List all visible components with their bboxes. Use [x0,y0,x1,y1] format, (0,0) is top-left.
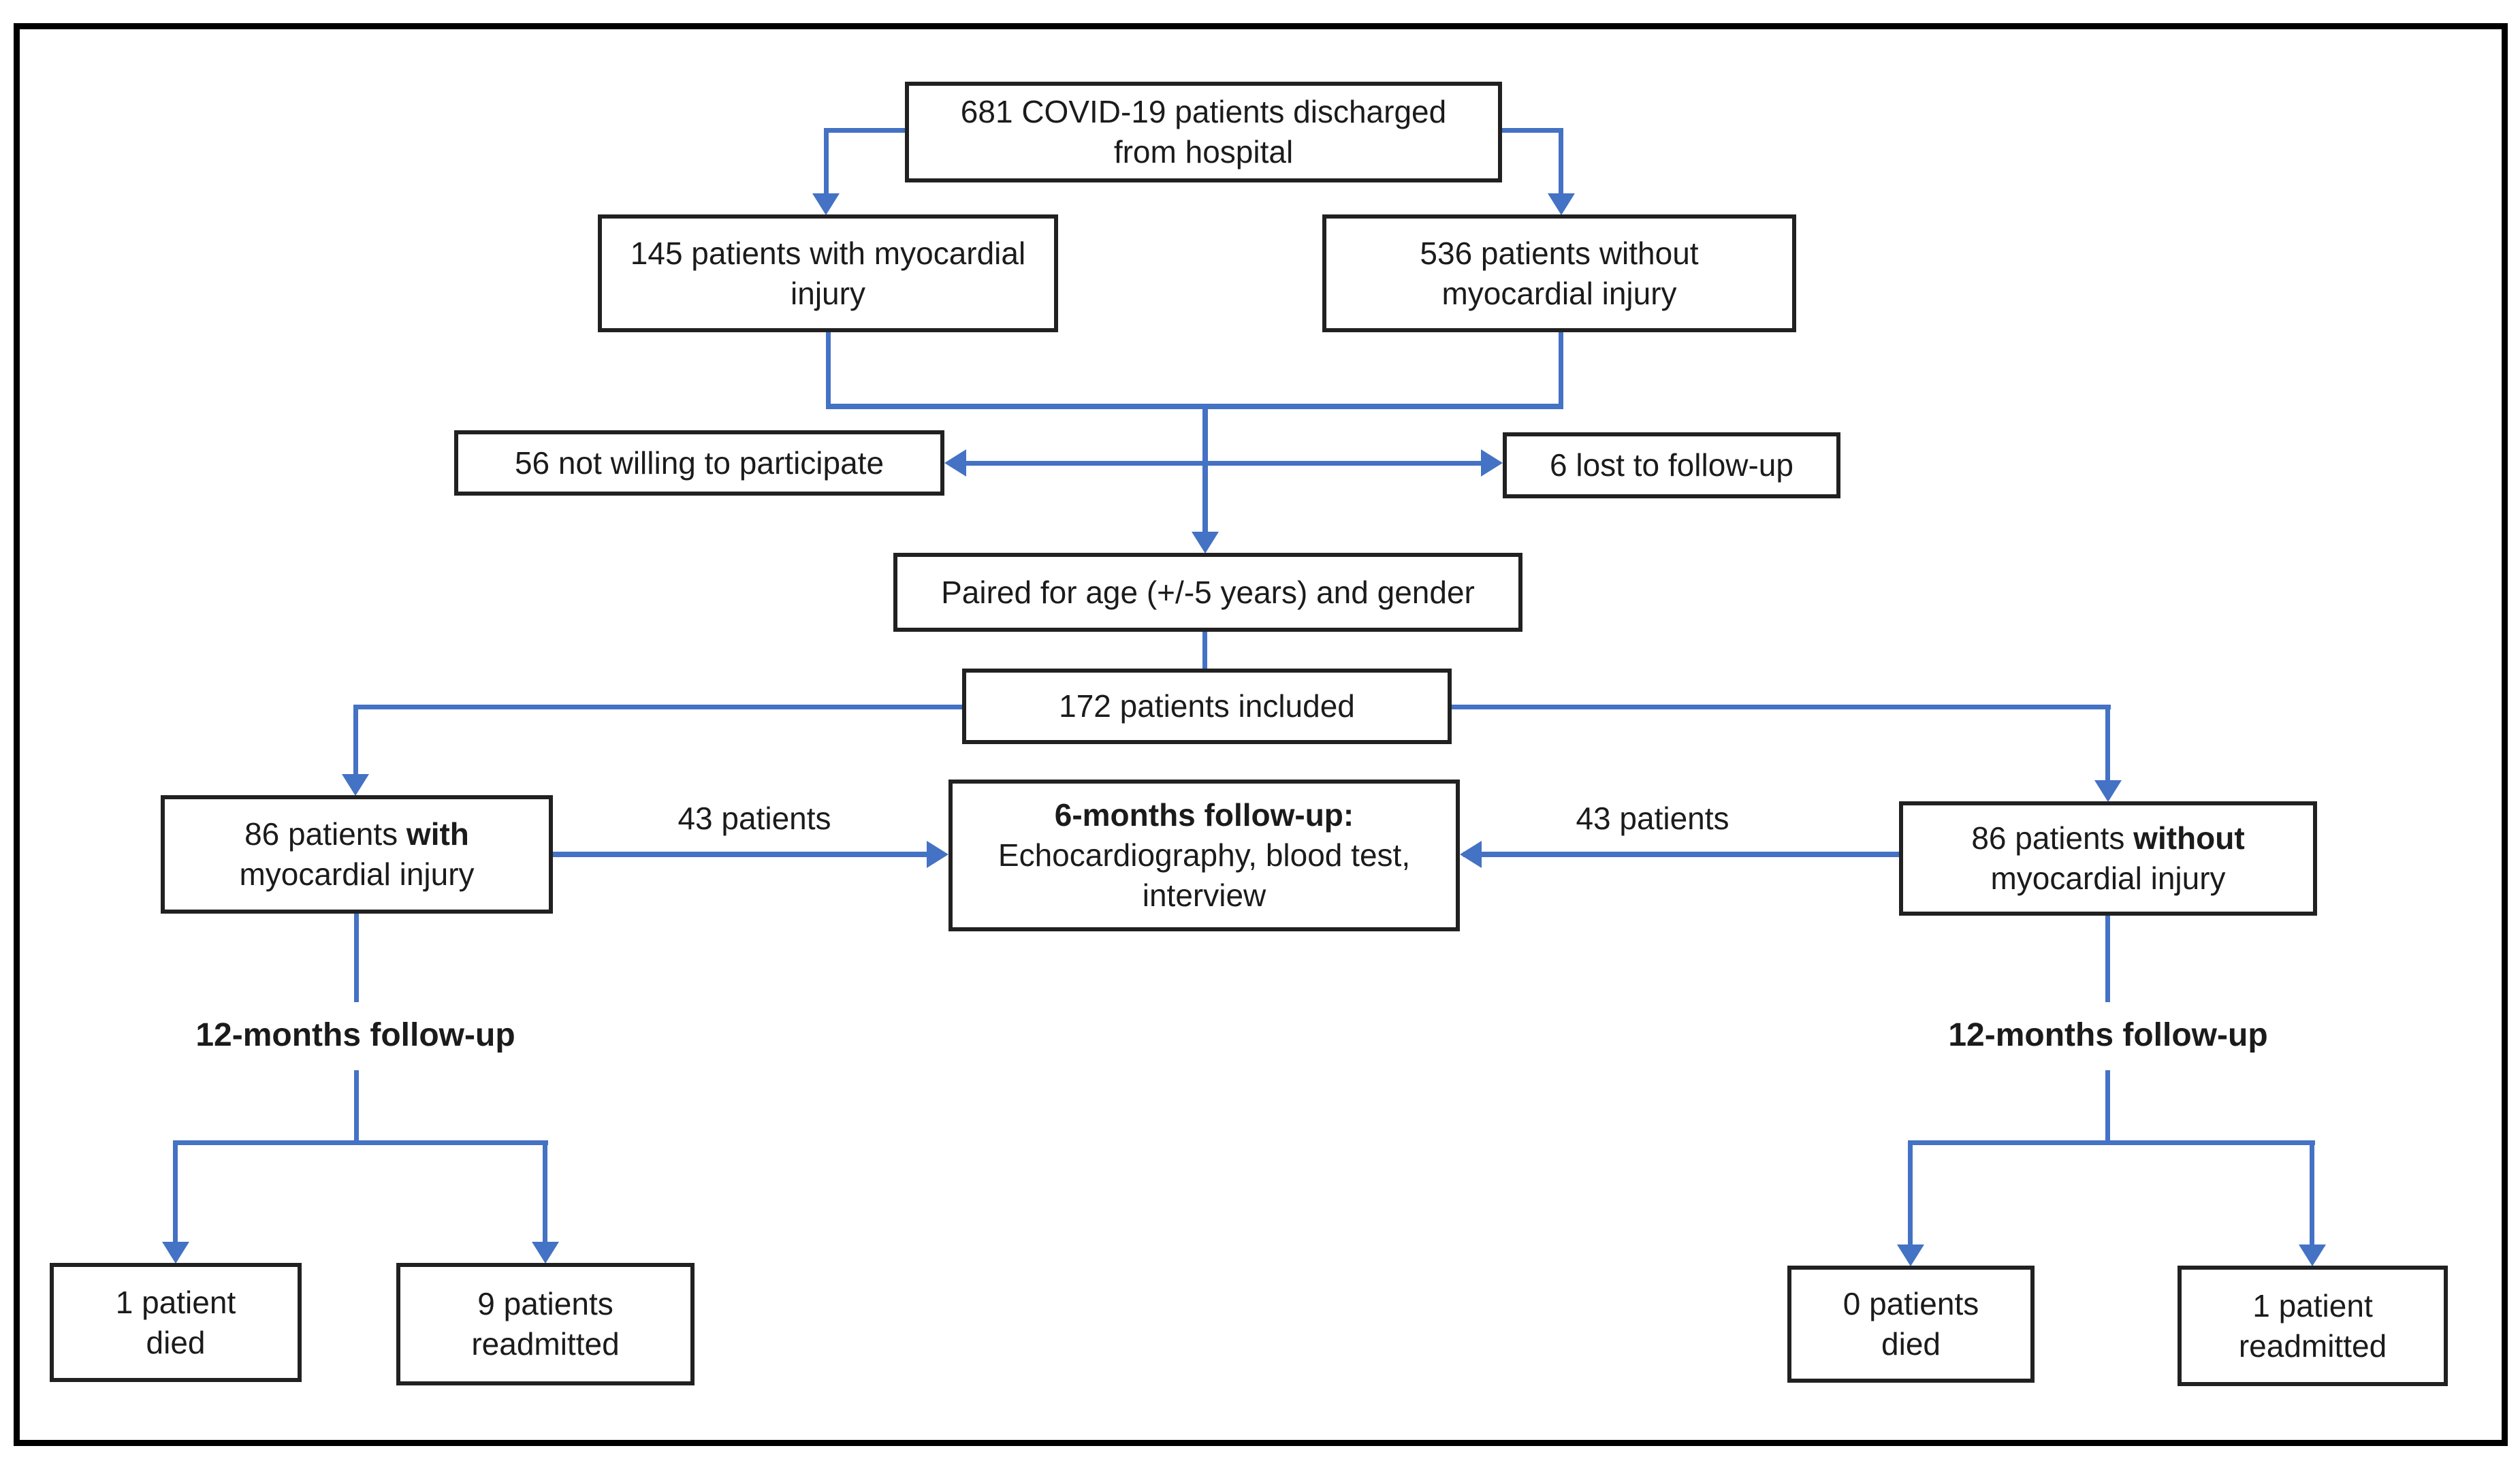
connector-line [1908,1140,1913,1249]
box-discharged: 681 COVID-19 patients discharged from ho… [905,82,1502,182]
box-paired-label: Paired for age (+/-5 years) and gender [941,574,1475,610]
connector-line [173,1140,178,1246]
box-included-label: 172 patients included [1059,688,1355,724]
box-died-left: 1 patient died [50,1263,302,1382]
connector-line [353,705,962,709]
box-not-willing-label: 56 not willing to participate [514,445,884,481]
connector-line [173,1140,548,1145]
connector-line [1502,128,1563,133]
label-12-months-left: 12-months follow-up [195,1017,515,1053]
arrow-head-down [812,193,840,215]
box-readmitted-right: 1 patient readmitted [2178,1266,2448,1386]
connector-line [543,1140,547,1246]
box-six-months-followup: 6-months follow-up: Echocardiography, bl… [948,780,1460,931]
connector-line [553,852,934,857]
arrow-head-left [1460,841,1482,868]
box-86-with: 86 patients with myocardial injury [161,795,553,914]
connector-line [2105,1070,2110,1145]
arrow-head-down [162,1242,189,1264]
connector-line [354,914,359,1002]
connector-line [353,705,358,778]
connector-line [1452,705,2111,709]
box-included: 172 patients included [962,669,1452,744]
box-not-willing: 56 not willing to participate [454,430,944,496]
arrow-head-right [1481,449,1503,477]
box-with-myocardial-injury-label: 145 patients with myocardial injury [630,235,1026,311]
connector-line [2105,705,2110,784]
connector-line [2310,1140,2314,1249]
box-readmitted-right-label: 1 patient readmitted [2238,1287,2387,1364]
connector-line [1202,404,1208,536]
box-readmitted-left-label: 9 patients readmitted [471,1286,620,1362]
box-died-right: 0 patients died [1787,1266,2035,1383]
connector-line [960,461,1205,466]
connector-line [1559,128,1563,197]
box-86-with-label: 86 patients with myocardial injury [239,816,475,892]
arrow-head-down [2299,1245,2326,1266]
arrow-head-down [2094,780,2122,802]
connector-line [1205,461,1488,466]
figure-border [14,23,2508,1446]
box-without-myocardial-injury-label: 536 patients without myocardial injury [1420,235,1699,311]
label-43-patients-left: 43 patients [677,801,831,836]
box-lost-followup: 6 lost to follow-up [1503,432,1840,498]
box-86-without-label: 86 patients without myocardial injury [1971,820,2245,896]
box-paired: Paired for age (+/-5 years) and gender [893,553,1522,632]
connector-line [826,332,831,409]
box-without-myocardial-injury: 536 patients without myocardial injury [1322,214,1796,332]
label-43-patients-right: 43 patients [1576,801,1729,836]
box-died-right-label: 0 patients died [1843,1286,1979,1362]
arrow-head-left [944,449,966,477]
box-readmitted-left: 9 patients readmitted [396,1263,695,1385]
arrow-head-down [1192,532,1219,553]
arrow-head-down [532,1242,559,1264]
connector-line [1463,852,1899,857]
label-12-months-right: 12-months follow-up [1948,1017,2268,1053]
connector-line [1559,332,1563,409]
arrow-head-down [1548,193,1575,215]
arrow-head-right [927,841,948,868]
box-lost-followup-label: 6 lost to follow-up [1550,447,1793,483]
connector-line [824,128,829,197]
connector-line [2105,916,2110,1002]
connector-line [1202,632,1207,669]
arrow-head-down [342,774,369,796]
box-discharged-label: 681 COVID-19 patients discharged from ho… [960,94,1447,170]
box-with-myocardial-injury: 145 patients with myocardial injury [598,214,1058,332]
connector-line [354,1070,359,1145]
box-six-months-title: 6-months follow-up: [1054,797,1354,833]
connector-line [826,404,1563,409]
box-six-months-body: Echocardiography, blood test, interview [998,837,1411,913]
box-died-left-label: 1 patient died [115,1284,236,1360]
box-86-without: 86 patients without myocardial injury [1899,801,2317,916]
arrow-head-down [1897,1245,1924,1266]
connector-line [1908,1140,2315,1145]
connector-line [826,128,905,133]
